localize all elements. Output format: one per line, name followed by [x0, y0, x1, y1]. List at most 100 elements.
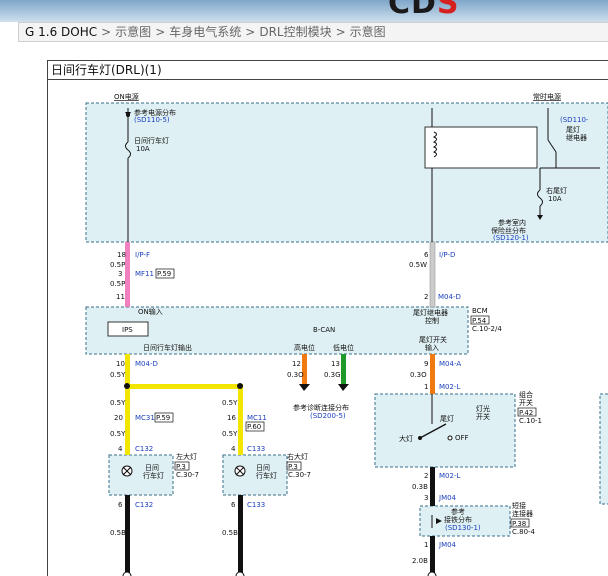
arrow-down-icon [338, 384, 349, 391]
page-ref[interactable]: P.3 [288, 463, 298, 471]
connector-name: C133 [247, 501, 265, 509]
joint-ref: 接铁分布 [444, 515, 472, 524]
arrow-icon [125, 112, 131, 117]
pin-number: 4 [118, 445, 123, 453]
wire-gauge: 0.5B [110, 529, 126, 537]
page-ref-box [174, 461, 190, 471]
connector-name: MC11 [247, 414, 267, 422]
ground-terminal [122, 571, 132, 576]
page-ref-box [154, 412, 174, 423]
pin-number: 3 [424, 494, 428, 502]
wire-black [238, 495, 243, 576]
connector-name: I/P-D [439, 251, 455, 259]
side-module-box [599, 393, 608, 505]
page-ref[interactable]: P.3 [176, 463, 186, 471]
wire-black [430, 536, 435, 576]
wire-gauge: 0.3O [287, 371, 304, 379]
wire-orange [430, 354, 435, 394]
wire-gauge: 0.5P [110, 280, 125, 288]
bcm-on-input: ON输入 [138, 307, 163, 316]
joint-name: 连接器 [512, 509, 533, 518]
page-ref[interactable]: P.59 [156, 414, 170, 422]
wire-gauge: 0.5Y [222, 399, 238, 407]
arrow-icon [436, 518, 442, 524]
ground-terminal [427, 571, 437, 576]
bcm-high: 高电位 [294, 343, 315, 352]
connector-name: C133 [247, 445, 265, 453]
pin-number: 10 [116, 360, 125, 368]
wire-white [429, 241, 436, 308]
connector-name: MF11 [135, 270, 154, 278]
lamp-label: 行车灯 [256, 471, 277, 480]
breadcrumb-item-drl-module[interactable]: DRL控制模块 [259, 25, 332, 39]
bcm-tail-sw1: 尾灯开关 [419, 335, 447, 344]
breadcrumb-item-engine[interactable]: G 1.6 DOHC [25, 25, 98, 39]
wire-gauge: 0.3G [324, 371, 341, 379]
wire-yellow-cross [125, 384, 240, 389]
fuse-ref-code: (SD110-5) [134, 116, 170, 124]
breadcrumb-separator: > [245, 25, 256, 39]
page-ref[interactable]: P.54 [472, 317, 487, 325]
connector-name: M04-A [439, 360, 461, 368]
lamp-label: 日间 [256, 464, 270, 472]
page-code: C.80-4 [512, 528, 536, 536]
breadcrumb-item-schematic[interactable]: 示意图 [115, 25, 152, 39]
pin-number: 6 [231, 501, 236, 509]
wire-gauge: 0.5Y [110, 371, 126, 379]
breadcrumb-item-diagram[interactable]: 示意图 [349, 25, 386, 39]
pin-number: 12 [292, 360, 301, 368]
connector-name: JM04 [438, 494, 457, 502]
relay-ref-code: (SD110- [560, 116, 589, 124]
wire-black [125, 495, 130, 576]
right-lamp-box [222, 454, 288, 496]
connector-name: C132 [135, 501, 153, 509]
page-code: C.10-2/4 [472, 325, 502, 333]
pin-number: 6 [424, 251, 429, 259]
pin-number: 1 [424, 541, 428, 549]
relay-name: 尾灯 [566, 125, 580, 134]
logo: CDS [388, 0, 460, 21]
connector-name: JM04 [438, 541, 457, 549]
bcm-low: 低电位 [333, 343, 354, 352]
pin-number: 11 [116, 293, 125, 301]
breadcrumb-item-body-electrical[interactable]: 车身电气系统 [169, 25, 242, 39]
page-ref[interactable]: P.60 [247, 423, 261, 431]
fuse-symbol [125, 141, 131, 159]
light-switch-label: 开关 [476, 412, 490, 421]
light-switch-label: 灯光 [476, 404, 490, 413]
on-power-label: ON电源 [114, 92, 139, 101]
pin-number: 16 [227, 414, 236, 422]
can-ref: 参考诊断连接分布 [293, 403, 349, 412]
pin-number: 20 [114, 414, 123, 422]
pin-number: 3 [118, 270, 122, 278]
arrow-down-icon [299, 384, 310, 391]
connector-name: M04-D [135, 360, 158, 368]
fuse-ref: 参考电源分布 [134, 108, 176, 117]
lamp-label: 左大灯 [176, 452, 197, 461]
breadcrumb-separator: > [101, 25, 112, 39]
page-ref[interactable]: P.42 [519, 409, 533, 417]
wire-pink [125, 242, 130, 307]
lamp-label: 行车灯 [143, 471, 164, 480]
pin-number: 18 [117, 251, 126, 259]
joint-ref: 参考 [451, 507, 465, 516]
page-ref-box [155, 268, 175, 279]
page-ref[interactable]: P.38 [512, 520, 526, 528]
bcm-drl-out: 日间行车灯输出 [143, 343, 192, 352]
page-ref-box [470, 315, 490, 325]
joint-connector-box [419, 505, 511, 537]
breadcrumb-separator: > [335, 25, 346, 39]
wire-gauge: 0.5B [222, 529, 238, 537]
bcm-ips: IPS [122, 326, 133, 334]
tail-relay-box [424, 126, 538, 169]
bcm-relay-ctrl2: 控制 [425, 316, 439, 325]
relay-switch [547, 139, 557, 153]
bcm-relay-ctrl1: 尾灯继电器 [413, 308, 448, 317]
sheet-title: 日间行车灯(DRL)(1) [48, 61, 608, 80]
combo-switch-box [374, 393, 516, 468]
logo-accent: S [436, 0, 460, 21]
pin-number: 4 [231, 445, 236, 453]
arrow-icon [537, 215, 543, 220]
page-ref[interactable]: P.59 [157, 270, 171, 278]
page-ref-box [510, 518, 530, 528]
